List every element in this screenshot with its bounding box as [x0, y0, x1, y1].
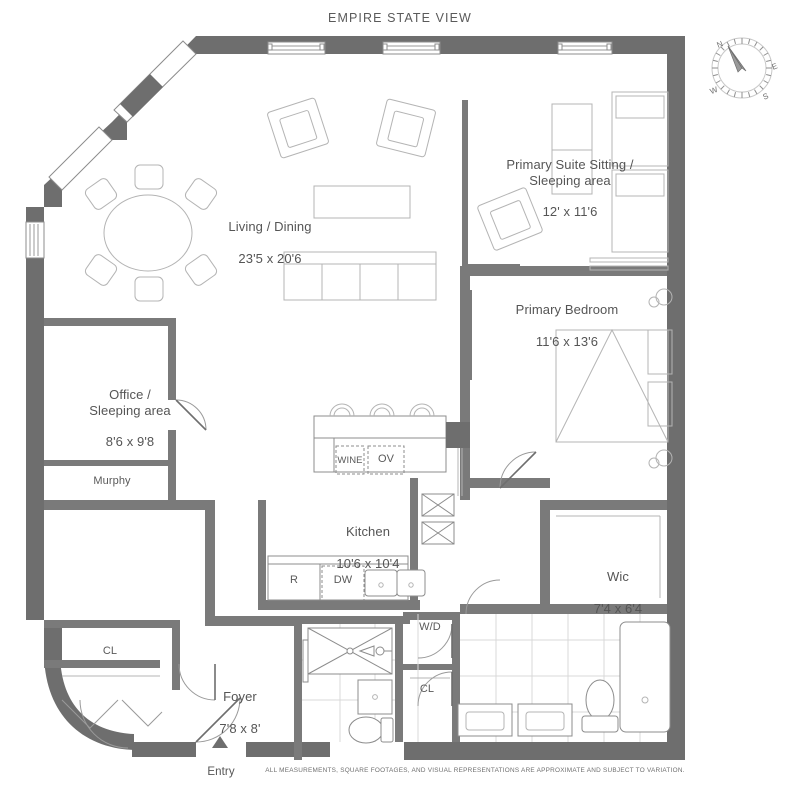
sitting-area-furniture [462, 91, 669, 272]
room-label-living-dining: Living / Dining 23'5 x 20'6 [190, 203, 350, 266]
room-dims-kitchen: 10'6 x 10'4 [336, 555, 400, 571]
room-name-foyer: Foyer [223, 688, 257, 704]
room-dims-wic: 7'4 x 6'4 [593, 600, 643, 616]
compass-rose [711, 37, 773, 99]
living-seating [267, 97, 543, 301]
room-label-foyer: Foyer 7'8 x 8' [180, 673, 300, 736]
oven-label: OV [377, 453, 395, 465]
wine-fridge-label: WINE [337, 455, 363, 466]
room-label-kitchen: Kitchen 10'6 x 10'4 [298, 508, 438, 571]
door-swings [61, 399, 537, 749]
room-name-primary-suite-sitting: Primary Suite Sitting / Sleeping area [506, 156, 634, 188]
master-bathroom-fixtures [457, 621, 671, 737]
kitchen-fixtures [267, 403, 470, 601]
room-dims-primary-suite-sitting: 12' x 11'6 [542, 204, 598, 220]
windows [25, 40, 613, 259]
room-name-primary-bedroom: Primary Bedroom [515, 301, 619, 317]
room-name-office-sleeping: Office / Sleeping area [89, 386, 171, 418]
interior-walls [44, 100, 667, 760]
room-label-primary-bedroom: Primary Bedroom 11'6 x 13'6 [487, 286, 647, 349]
closet-foyer-label: CL [102, 645, 118, 657]
room-label-office-sleeping: Office / Sleeping area 8'6 x 9'8 [60, 371, 200, 450]
entry-label: Entry [207, 766, 235, 778]
closet-hall-label: CL [419, 683, 435, 695]
murphy-bed-label: Murphy [93, 475, 131, 487]
closet-details [62, 515, 661, 679]
room-dims-office-sleeping: 8'6 x 9'8 [105, 434, 155, 450]
dishwasher-label: DW [333, 574, 353, 586]
bathroom-one-fixtures [302, 627, 394, 744]
empire-state-view-heading: EMPIRE STATE VIEW [328, 11, 472, 25]
room-dims-primary-bedroom: 11'6 x 13'6 [535, 333, 599, 349]
room-label-wic: Wic 7'4 x 6'4 [558, 553, 678, 616]
room-label-primary-suite-sitting: Primary Suite Sitting / Sleeping area 12… [480, 141, 660, 220]
room-name-wic: Wic [607, 568, 629, 584]
room-dims-foyer: 7'8 x 8' [219, 720, 261, 736]
room-dims-living-dining: 23'5 x 20'6 [238, 250, 302, 266]
refrigerator-label: R [289, 574, 299, 586]
disclaimer-text: ALL MEASUREMENTS, SQUARE FOOTAGES, AND V… [265, 767, 685, 774]
primary-bedroom-furniture [466, 288, 673, 469]
room-name-kitchen: Kitchen [345, 523, 391, 539]
room-name-living-dining: Living / Dining [228, 218, 312, 234]
washer-dryer-label: W/D [419, 621, 441, 633]
dining-set [84, 164, 218, 302]
entry-marker [212, 736, 228, 748]
